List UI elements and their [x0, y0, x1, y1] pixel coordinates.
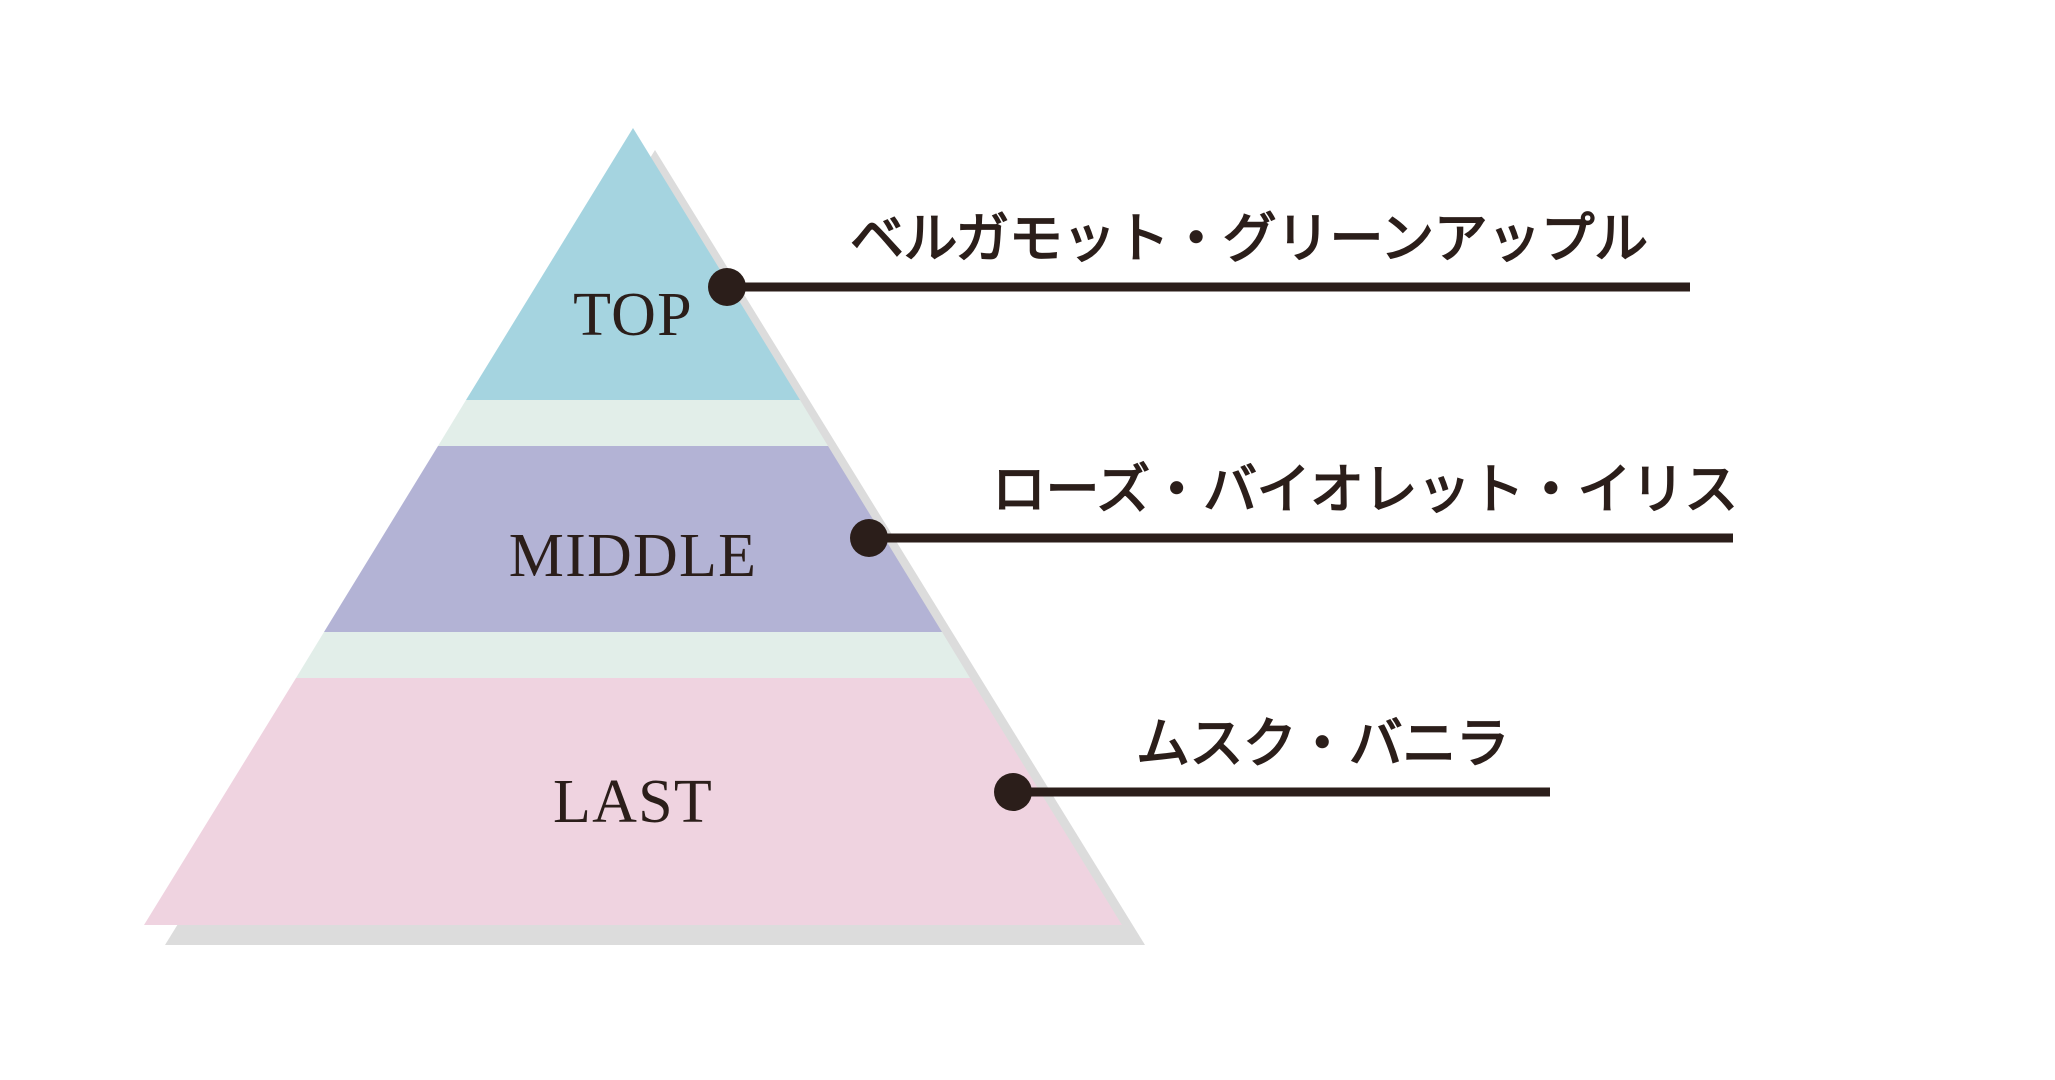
- pyramid-divider-top: [438, 400, 828, 446]
- note-label-middle: ローズ・バイオレット・イリス: [992, 458, 1738, 521]
- pyramid-tier-last[interactable]: [144, 678, 1122, 925]
- tier-label-last: LAST: [553, 768, 713, 836]
- note-label-top: ベルガモット・グリーンアップル: [850, 207, 1648, 270]
- leader-dot-last: [994, 773, 1032, 811]
- tier-label-top: TOP: [573, 281, 693, 349]
- pyramid-divider-middle: [296, 632, 970, 678]
- pyramid-tier-middle[interactable]: [324, 446, 942, 632]
- leader-dot-top: [708, 268, 746, 306]
- note-label-last: ムスク・バニラ: [1136, 712, 1509, 775]
- tier-label-middle: MIDDLE: [509, 522, 758, 590]
- leader-dot-middle: [850, 519, 888, 557]
- pyramid-tier-top[interactable]: [466, 128, 800, 400]
